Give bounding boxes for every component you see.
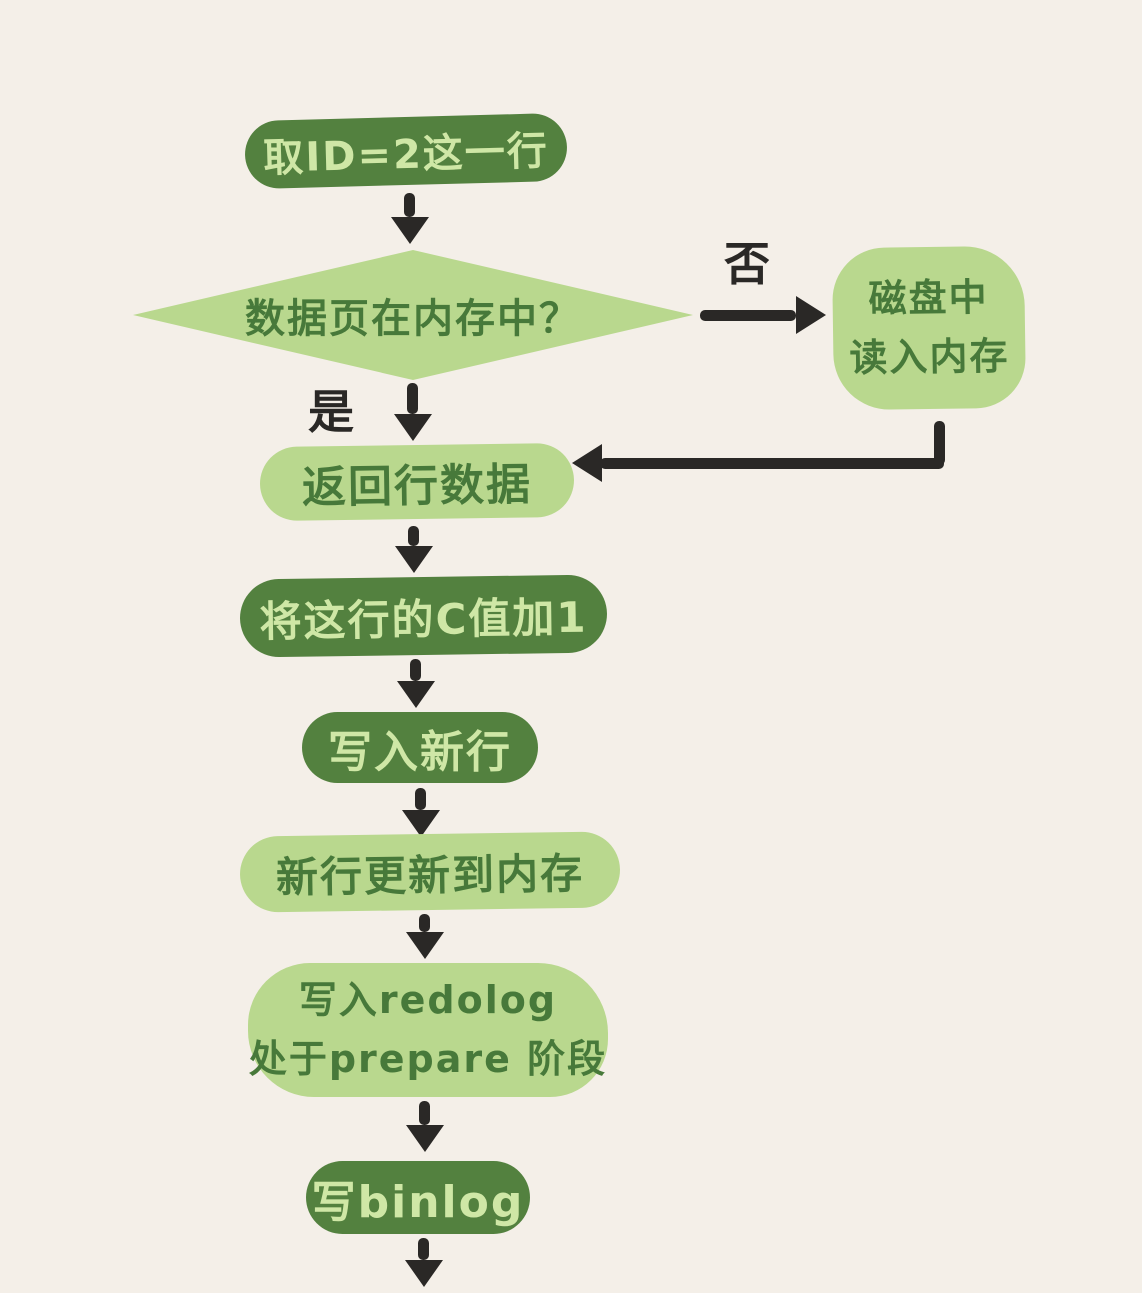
- arrowhead-down-icon: [396, 681, 435, 708]
- node-fetch-row-label: 取ID=2这一行: [262, 128, 550, 182]
- arrowhead-down-icon: [405, 932, 444, 959]
- arrow-no-to-disk: [700, 296, 826, 334]
- node-fetch-row: 取ID=2这一行: [244, 112, 568, 190]
- arrow-shaft: [404, 193, 415, 217]
- arrow-writerow-to-memory: [401, 788, 440, 837]
- node-write-new-row-label: 写入新行: [328, 726, 512, 778]
- arrowhead-down-icon: [394, 546, 433, 573]
- edge-label-no: 否: [724, 237, 770, 291]
- arrow-fetch-to-check: [390, 193, 429, 244]
- arrow-vertical-segment: [934, 421, 945, 465]
- arrowhead-down-icon: [393, 414, 432, 441]
- arrow-shaft: [407, 383, 418, 414]
- node-return-row-label: 返回行数据: [301, 459, 533, 514]
- arrow-shaft: [415, 788, 426, 810]
- arrowhead-right-icon: [796, 296, 826, 334]
- arrowhead-down-icon: [404, 1260, 443, 1287]
- arrowhead-down-icon: [405, 1125, 444, 1152]
- arrow-shaft: [700, 309, 796, 321]
- node-write-redolog-line2: 处于prepare 阶段: [248, 1037, 608, 1081]
- node-increment-c-label: 将这行的C值加1: [259, 592, 588, 646]
- arrow-shaft: [419, 1101, 430, 1125]
- arrow-increment-to-writerow: [396, 659, 435, 708]
- arrow-horizontal-segment: [600, 458, 944, 469]
- arrow-shaft: [418, 1238, 429, 1260]
- node-write-new-row: 写入新行: [302, 712, 538, 783]
- node-update-memory-label: 新行更新到内存: [275, 848, 585, 902]
- node-write-redolog-line1: 写入redolog: [298, 978, 558, 1023]
- node-return-row: 返回行数据: [259, 442, 575, 522]
- arrow-redolog-to-binlog: [405, 1101, 444, 1152]
- node-write-redolog: 写入redolog 处于prepare 阶段: [248, 963, 608, 1097]
- node-read-from-disk: 磁盘中 读入内存: [831, 245, 1027, 411]
- node-page-in-memory-label: 数据页在内存中？: [245, 296, 581, 342]
- arrow-binlog-continue: [404, 1238, 443, 1287]
- node-write-binlog: 写binlog: [306, 1161, 530, 1234]
- arrow-shaft: [408, 526, 419, 546]
- arrow-shaft: [419, 914, 430, 932]
- node-page-in-memory: 数据页在内存中？: [133, 250, 693, 380]
- arrow-shaft: [410, 659, 421, 681]
- edge-label-yes: 是: [308, 385, 354, 439]
- node-write-binlog-label: 写binlog: [311, 1176, 525, 1228]
- node-read-from-disk-line2: 读入内存: [849, 333, 1010, 381]
- arrow-return-to-increment: [394, 526, 433, 573]
- node-read-from-disk-line1: 磁盘中: [868, 275, 989, 321]
- arrowhead-down-icon: [401, 810, 440, 837]
- arrow-memory-to-redolog: [405, 914, 444, 959]
- arrow-yes-to-return: [393, 383, 432, 441]
- node-update-memory: 新行更新到内存: [239, 831, 621, 913]
- arrowhead-down-icon: [390, 217, 429, 244]
- arrowhead-left-icon: [572, 444, 602, 482]
- node-increment-c: 将这行的C值加1: [239, 574, 608, 658]
